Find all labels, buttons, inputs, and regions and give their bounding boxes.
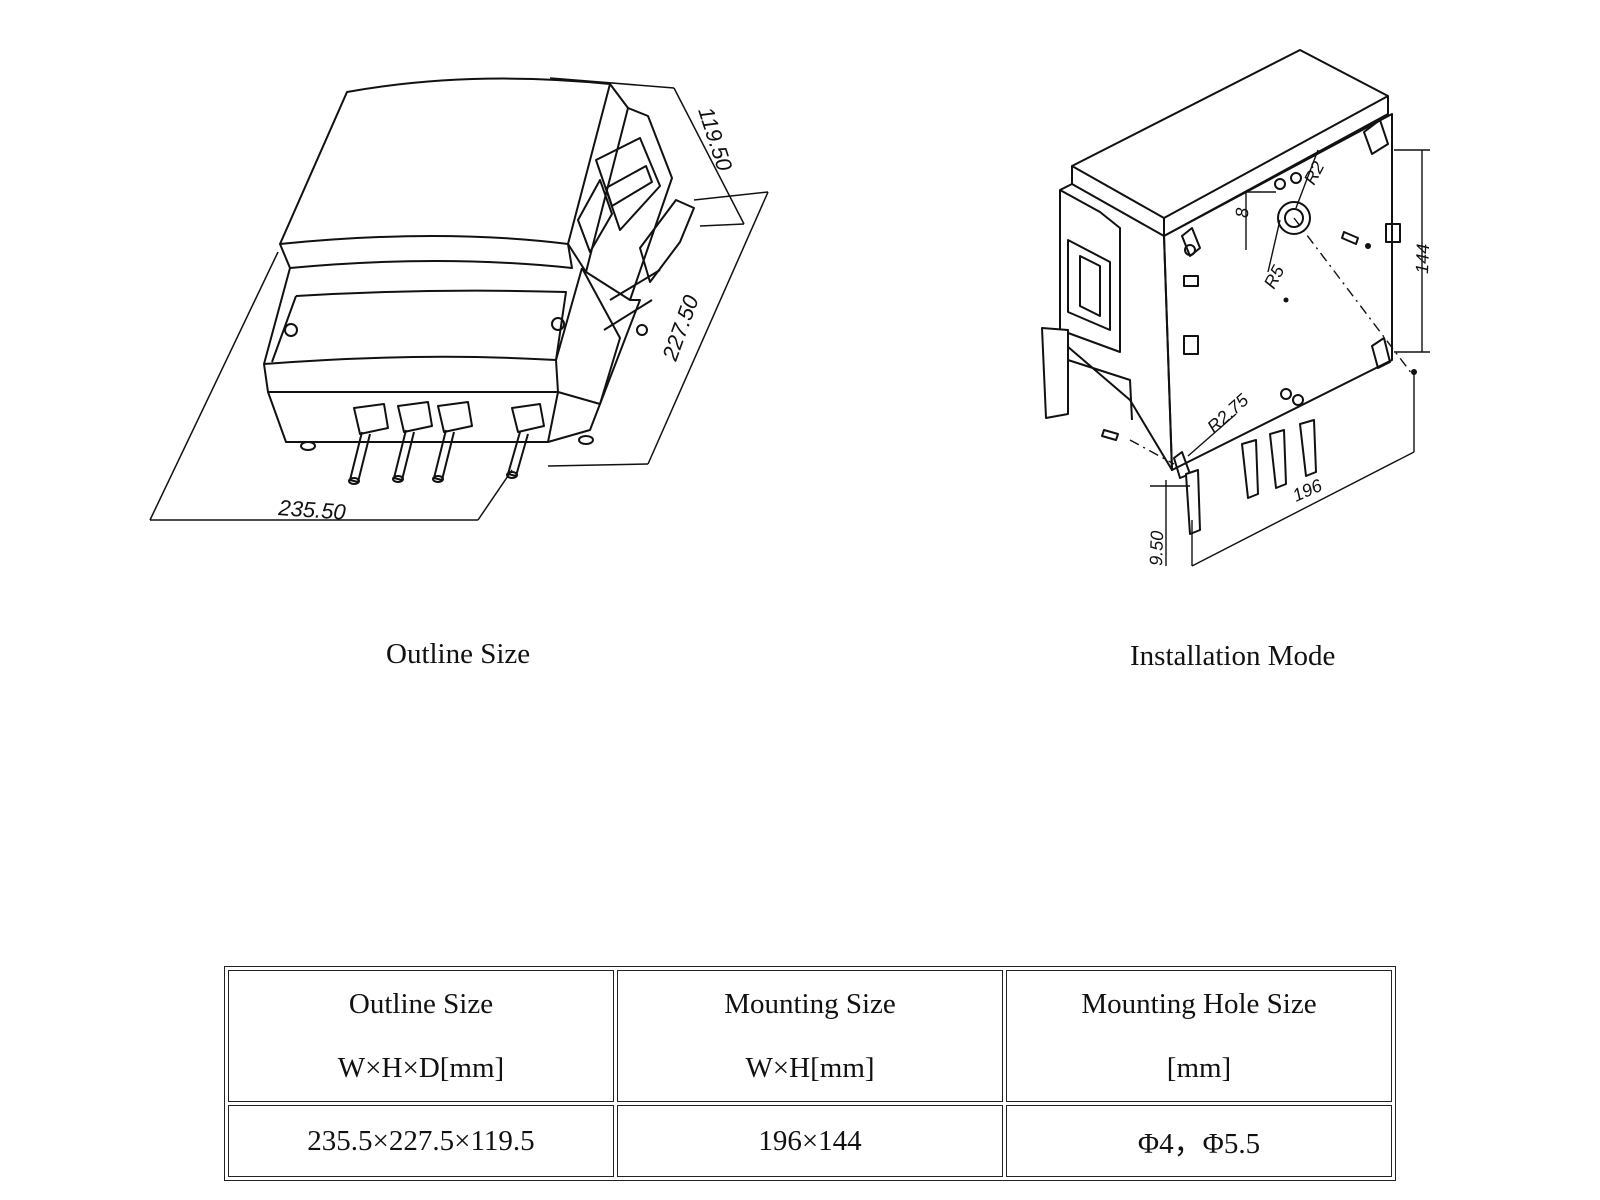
value-mounting-hole-size: Φ4，Φ5.5 <box>1006 1105 1392 1177</box>
outline-size-caption: Outline Size <box>386 638 531 670</box>
install-dimension-lines <box>1129 149 1430 567</box>
header-mounting-size-title: Mounting Size <box>724 988 896 1020</box>
header-mounting-size-unit: W×H[mm] <box>745 1052 875 1084</box>
dim-width-label: 235.50 <box>277 495 348 525</box>
outline-dimension-lines <box>149 77 769 521</box>
header-mounting-hole-size: Mounting Hole Size [mm] <box>1006 970 1392 1102</box>
header-mounting-hole-size-title: Mounting Hole Size <box>1081 988 1317 1020</box>
header-outline-size: Outline Size W×H×D[mm] <box>228 970 614 1102</box>
header-mounting-size: Mounting Size W×H[mm] <box>617 970 1003 1102</box>
header-mounting-hole-size-unit: [mm] <box>1166 1052 1232 1084</box>
hole-mark-upper <box>1365 243 1371 249</box>
value-mounting-size: 196×144 <box>617 1105 1003 1177</box>
value-outline-size: 235.5×227.5×119.5 <box>228 1105 614 1177</box>
dim-144-label: 144 <box>1412 243 1433 274</box>
table-row: 235.5×227.5×119.5 196×144 Φ4，Φ5.5 <box>228 1105 1392 1177</box>
center-mark <box>1283 297 1289 303</box>
header-outline-size-title: Outline Size <box>348 988 494 1020</box>
dim-196-label: 196 <box>1289 475 1325 506</box>
installation-mode-drawing <box>1041 49 1401 535</box>
dim-8-label: 8 <box>1232 207 1252 218</box>
outline-size-drawing <box>263 77 695 485</box>
dim-950-label: 9.50 <box>1146 530 1167 566</box>
hole-mark <box>1411 369 1417 375</box>
technical-drawings: 235.50 227.50 119.50 <box>149 49 1433 567</box>
installation-mode-caption: Installation Mode <box>1130 640 1336 672</box>
specification-table: Outline Size W×H×D[mm] Mounting Size W×H… <box>224 966 1396 1181</box>
table-header-row: Outline Size W×H×D[mm] Mounting Size W×H… <box>228 970 1392 1102</box>
header-outline-size-unit: W×H×D[mm] <box>337 1052 505 1084</box>
